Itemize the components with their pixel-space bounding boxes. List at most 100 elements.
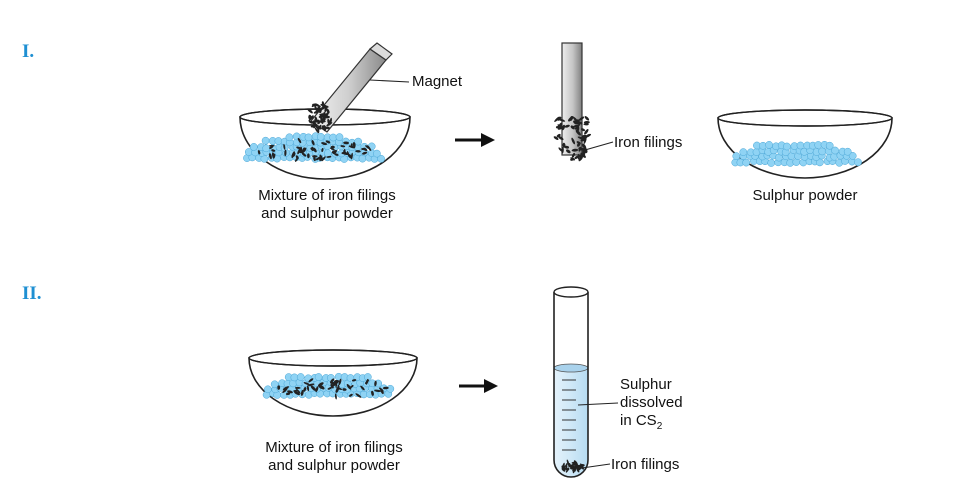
iron-filings-in-tube [561, 459, 585, 474]
iron-filing [580, 138, 587, 142]
sulphur-grain [324, 149, 332, 158]
iron-filing [321, 125, 325, 130]
section-numeral-one: I. [22, 41, 35, 62]
iron-filing [334, 393, 337, 400]
iron-filing [320, 385, 325, 390]
iron-filings-pointer-bottom [581, 463, 611, 469]
iron-filing [346, 151, 350, 158]
iron-filing [355, 393, 362, 398]
mixture-label-top-line2: and sulphur powder [261, 205, 393, 222]
iron-filing [315, 386, 319, 393]
iron-filing [320, 113, 327, 116]
iron-filing [329, 117, 332, 124]
iron-filing [307, 108, 313, 114]
iron-particles-bottom-mixture [277, 378, 389, 400]
iron-filing [277, 385, 281, 390]
iron-filing [571, 148, 579, 152]
iron-filing [318, 382, 324, 387]
sulphur-dissolved-pointer [577, 402, 619, 406]
iron-filing [303, 382, 310, 386]
iron-filing [314, 103, 321, 107]
magnet-vertical [553, 42, 592, 162]
sulphur-grain [314, 373, 323, 381]
iron-filing [561, 146, 564, 154]
iron-filing [382, 386, 389, 390]
iron-filing [330, 381, 335, 385]
sulphur-grain [354, 137, 363, 146]
iron-filings-label-top: Iron filings [614, 134, 683, 151]
iron-filing [326, 155, 332, 158]
arrow-right-icon [459, 379, 498, 393]
iron-filing [294, 156, 299, 162]
iron-filing [361, 147, 366, 150]
mixture-bowl-bottom [248, 349, 418, 417]
iron-filing [334, 153, 339, 156]
iron-filing [577, 136, 584, 140]
iron-filing [584, 116, 590, 121]
sulphur-grain [285, 133, 294, 142]
iron-filing [571, 461, 578, 465]
iron-filing [330, 147, 335, 151]
iron-filing [319, 113, 326, 119]
iron-filing [307, 383, 315, 387]
iron-filing [569, 465, 574, 469]
sulphur-grain [767, 159, 776, 167]
sulphur-grain [848, 152, 857, 160]
iron-filing [580, 463, 584, 469]
iron-filing [351, 379, 357, 382]
iron-filing [314, 105, 318, 111]
iron-filing [365, 378, 369, 385]
iron-filing [574, 464, 580, 470]
iron-filing [297, 137, 302, 144]
sulphur-particles-bowl [731, 140, 862, 167]
iron-filing [579, 154, 583, 159]
iron-filing [578, 146, 582, 152]
iron-filing [331, 150, 336, 154]
iron-filing [257, 150, 261, 155]
sulphur-grain [335, 133, 344, 141]
iron-filing [580, 152, 586, 158]
sulphur-grain [316, 132, 325, 141]
iron-filing [374, 380, 377, 387]
iron-filing [283, 143, 286, 150]
iron-filing [338, 378, 342, 386]
iron-filing [315, 108, 323, 111]
iron-filing [343, 141, 349, 145]
iron-filing [553, 136, 559, 141]
iron-filing [556, 133, 561, 138]
iron-filing [297, 147, 302, 155]
mixture-label-bottom-line1: Mixture of iron filings [265, 439, 403, 456]
iron-filing [558, 122, 563, 129]
iron-filing [285, 392, 291, 396]
iron-filing [580, 128, 586, 132]
iron-filing [321, 142, 328, 146]
sulphur-grain [270, 380, 279, 389]
iron-filing [320, 114, 323, 122]
iron-filing [348, 145, 356, 149]
arrow-right-icon [455, 133, 495, 147]
sulphur-dissolved-line3-prefix: in CS [620, 412, 657, 429]
iron-filing [362, 151, 368, 155]
sulphur-grain [783, 142, 791, 151]
iron-filing [282, 388, 288, 393]
iron-particles-top-mixture [257, 137, 372, 162]
sulphur-grain [843, 147, 852, 156]
iron-filing [321, 156, 326, 162]
iron-filing [326, 108, 330, 114]
iron-filings-pointer-top [584, 141, 614, 151]
sulphur-grain [825, 141, 834, 150]
section-numeral-two: II. [22, 283, 42, 304]
solution-dashes [562, 379, 576, 451]
iron-filing [366, 145, 372, 151]
iron-filing [282, 386, 289, 391]
iron-filing [325, 126, 330, 130]
iron-filing [310, 147, 314, 152]
iron-filing [571, 137, 576, 145]
iron-filing [584, 129, 589, 135]
iron-filing [310, 385, 317, 391]
iron-filing [321, 148, 324, 152]
iron-filing [566, 459, 570, 466]
iron-filing [323, 126, 327, 132]
